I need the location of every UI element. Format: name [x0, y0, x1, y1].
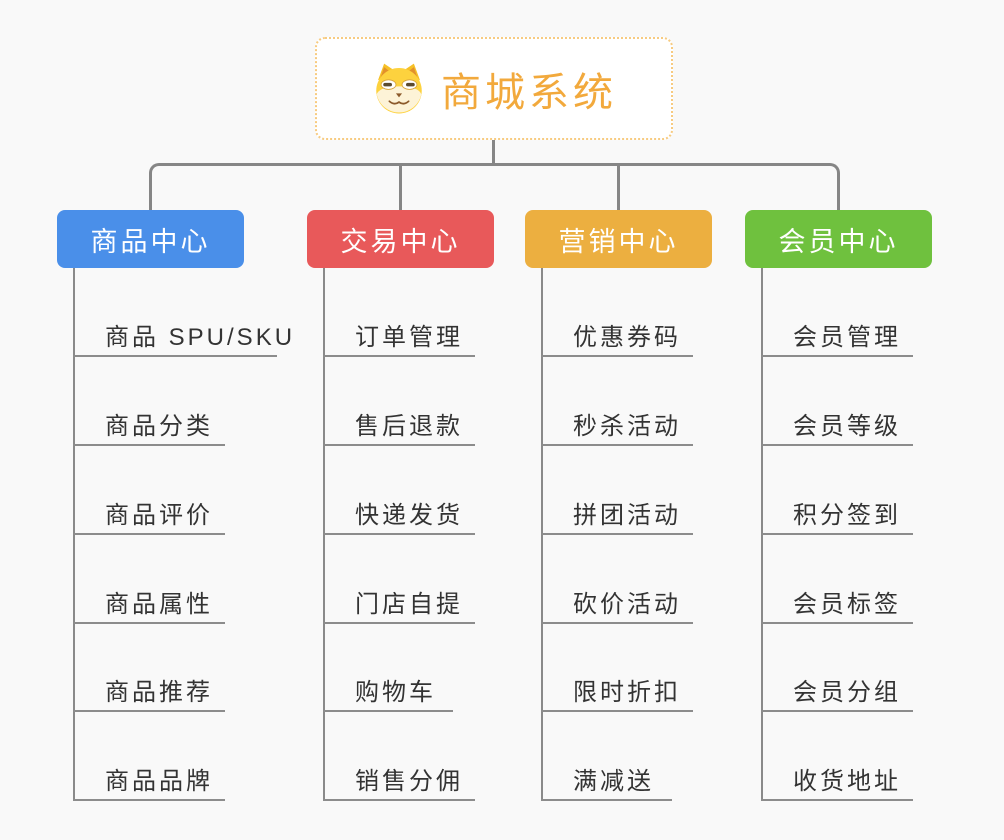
- leaf-label: 销售分佣: [355, 768, 463, 795]
- root-node[interactable]: 商城系统: [315, 37, 673, 140]
- leaf-label: 购物车: [355, 679, 436, 706]
- leaf-label: 商品 SPU/SKU: [105, 324, 296, 351]
- branch-product-center: 商品中心 商品 SPU/SKU 商品分类 商品评价 商品属性 商品推荐 商品品牌: [57, 210, 292, 810]
- leaf-label: 会员等级: [793, 413, 901, 440]
- leaf-node[interactable]: 销售分佣: [323, 759, 475, 801]
- leaf-label: 门店自提: [355, 591, 463, 618]
- leaf-node[interactable]: 订单管理: [323, 315, 475, 357]
- leaf-node[interactable]: 门店自提: [323, 582, 475, 624]
- leaf-node[interactable]: 优惠券码: [541, 315, 693, 357]
- branch-node-product-center[interactable]: 商品中心: [57, 210, 244, 268]
- leaf-node[interactable]: 会员标签: [761, 582, 913, 624]
- leaf-label: 收货地址: [793, 768, 901, 795]
- leaf-node[interactable]: 秒杀活动: [541, 404, 693, 446]
- connector-drop-marketing: [617, 163, 620, 210]
- leaf-label: 快递发货: [355, 502, 463, 529]
- leaf-node[interactable]: 满减送: [541, 759, 672, 801]
- leaf-node[interactable]: 商品属性: [73, 582, 225, 624]
- leaf-label: 会员管理: [793, 324, 901, 351]
- leaf-node[interactable]: 拼团活动: [541, 493, 693, 535]
- leaf-node[interactable]: 积分签到: [761, 493, 913, 535]
- leaf-label: 商品品牌: [105, 768, 213, 795]
- leaf-node[interactable]: 商品分类: [73, 404, 225, 446]
- leaf-label: 满减送: [573, 768, 654, 795]
- leaf-label: 优惠券码: [573, 324, 681, 351]
- branch-member-center: 会员中心 会员管理 会员等级 积分签到 会员标签 会员分组 收货地址: [745, 210, 975, 810]
- leaf-label: 商品属性: [105, 591, 213, 618]
- leaf-node[interactable]: 商品推荐: [73, 670, 225, 712]
- leaf-label: 会员分组: [793, 679, 901, 706]
- leaf-label: 秒杀活动: [573, 413, 681, 440]
- leaf-label: 订单管理: [355, 324, 463, 351]
- dog-face-icon: [376, 63, 422, 113]
- leaf-node[interactable]: 商品评价: [73, 493, 225, 535]
- leaf-node[interactable]: 会员等级: [761, 404, 913, 446]
- leaf-node[interactable]: 砍价活动: [541, 582, 693, 624]
- branch-node-trade-center[interactable]: 交易中心: [307, 210, 494, 268]
- leaf-node[interactable]: 会员分组: [761, 670, 913, 712]
- leaf-label: 拼团活动: [573, 502, 681, 529]
- leaf-node[interactable]: 快递发货: [323, 493, 475, 535]
- leaf-label: 商品推荐: [105, 679, 213, 706]
- root-node-title: 商城系统: [441, 70, 617, 115]
- leaf-label: 积分签到: [793, 502, 901, 529]
- connector-root-stem: [492, 140, 495, 164]
- branch-trade-center: 交易中心 订单管理 售后退款 快递发货 门店自提 购物车 销售分佣: [307, 210, 537, 810]
- leaf-node[interactable]: 会员管理: [761, 315, 913, 357]
- branch-node-marketing-center[interactable]: 营销中心: [525, 210, 712, 268]
- leaf-label: 售后退款: [355, 413, 463, 440]
- leaf-label: 砍价活动: [573, 591, 681, 618]
- branch-marketing-center: 营销中心 优惠券码 秒杀活动 拼团活动 砍价活动 限时折扣 满减送: [525, 210, 755, 810]
- leaf-label: 商品分类: [105, 413, 213, 440]
- connector-bus: [149, 163, 840, 210]
- leaf-node[interactable]: 收货地址: [761, 759, 913, 801]
- branch-node-member-center[interactable]: 会员中心: [745, 210, 932, 268]
- leaf-node[interactable]: 商品品牌: [73, 759, 225, 801]
- leaf-node[interactable]: 限时折扣: [541, 670, 693, 712]
- leaf-node[interactable]: 商品 SPU/SKU: [73, 315, 292, 357]
- leaf-label: 商品评价: [105, 502, 213, 529]
- leaf-node[interactable]: 售后退款: [323, 404, 475, 446]
- leaf-label: 会员标签: [793, 591, 901, 618]
- connector-drop-trade: [399, 163, 402, 210]
- leaf-node[interactable]: 购物车: [323, 670, 453, 712]
- leaf-label: 限时折扣: [573, 679, 681, 706]
